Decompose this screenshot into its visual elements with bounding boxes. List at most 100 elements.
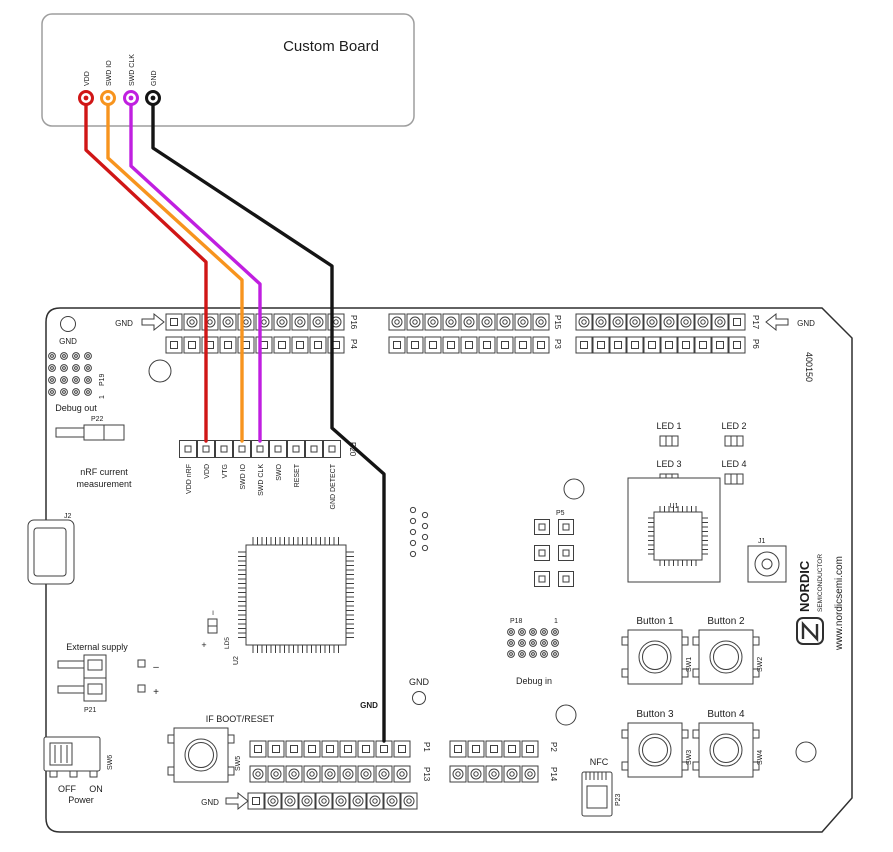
debug-pin bbox=[48, 388, 56, 396]
p21-ref: P21 bbox=[84, 707, 97, 714]
header-pin bbox=[269, 440, 287, 458]
header-pin bbox=[728, 336, 746, 354]
header-pin bbox=[467, 765, 485, 783]
debug-pin bbox=[540, 639, 548, 647]
header-pin bbox=[247, 792, 265, 810]
j2-ref: J2 bbox=[64, 513, 72, 520]
pin-connector-swd-io bbox=[100, 90, 116, 106]
p18-ref: P18 bbox=[510, 618, 523, 625]
header-pin bbox=[321, 740, 339, 758]
rf-connector-ring bbox=[754, 551, 780, 577]
header-pin bbox=[532, 313, 550, 331]
header-pin bbox=[643, 313, 661, 331]
header-pin bbox=[179, 440, 197, 458]
header-pin bbox=[694, 336, 712, 354]
p5-ref: P5 bbox=[556, 510, 565, 517]
header-pin bbox=[400, 792, 418, 810]
switch-pin bbox=[89, 770, 98, 778]
header-pin bbox=[711, 313, 729, 331]
debug-pin bbox=[551, 650, 559, 658]
header-pin bbox=[183, 313, 201, 331]
header-pin bbox=[393, 740, 411, 758]
external-supply-label: External supply bbox=[66, 642, 128, 652]
pin-connector-vdd bbox=[78, 90, 94, 106]
power-off-label: OFF bbox=[58, 784, 76, 794]
ld5-polarity-mark: I bbox=[212, 610, 214, 617]
debug-pin bbox=[518, 639, 526, 647]
plus-symbol: + bbox=[153, 687, 159, 698]
header-pin bbox=[442, 313, 460, 331]
header-pin bbox=[521, 740, 539, 758]
header-pin bbox=[287, 440, 305, 458]
button4 bbox=[692, 722, 760, 778]
mcu-chip-pins bbox=[238, 537, 354, 653]
soc-chip bbox=[653, 511, 703, 561]
led2-label: LED 2 bbox=[721, 421, 746, 431]
usb-connector-inner bbox=[33, 527, 67, 577]
header-pin bbox=[249, 740, 267, 758]
header-ref-p16: P16 bbox=[349, 315, 358, 330]
u2-ref: U2 bbox=[233, 656, 240, 665]
header-pin bbox=[305, 440, 323, 458]
debug-pin bbox=[540, 628, 548, 636]
header-pin bbox=[285, 765, 303, 783]
header-pin bbox=[332, 792, 350, 810]
header-pin bbox=[321, 765, 339, 783]
header-pin bbox=[264, 792, 282, 810]
header-pin bbox=[496, 336, 514, 354]
pin-connector-gnd bbox=[145, 90, 161, 106]
header-pin bbox=[503, 765, 521, 783]
debug-pin bbox=[84, 352, 92, 360]
current-measure-line2: measurement bbox=[76, 479, 132, 489]
header-ref-p3: P3 bbox=[553, 339, 562, 349]
header-pin bbox=[728, 313, 746, 331]
nordic-logo-n bbox=[801, 620, 819, 643]
header-pin bbox=[532, 336, 550, 354]
custom-board: Custom Board VDD SWD IO SWD CLK GND bbox=[41, 13, 415, 127]
mounting-hole bbox=[563, 478, 585, 500]
header-pin bbox=[309, 336, 327, 354]
brand-name: NORDIC bbox=[797, 560, 812, 612]
mcu-chip bbox=[245, 544, 347, 646]
debug-pin bbox=[48, 376, 56, 384]
supply-stub bbox=[57, 685, 85, 694]
button2-label: Button 2 bbox=[707, 616, 745, 627]
header-pin bbox=[285, 740, 303, 758]
led2 bbox=[724, 435, 744, 447]
gnd-hole-label: GND bbox=[59, 337, 77, 346]
via-field bbox=[409, 506, 429, 558]
debug-pin bbox=[529, 639, 537, 647]
button4-label: Button 4 bbox=[707, 709, 745, 720]
brand-sub: SEMICONDUCTOR bbox=[817, 554, 824, 612]
via bbox=[409, 517, 417, 525]
debug-pin bbox=[507, 650, 515, 658]
header-pin bbox=[323, 440, 341, 458]
led3-label: LED 3 bbox=[656, 459, 681, 469]
sw1-ref: SW1 bbox=[686, 657, 693, 672]
ld5-ref: LD5 bbox=[224, 637, 231, 649]
j1-ref: J1 bbox=[758, 538, 766, 545]
p5-pin bbox=[558, 545, 574, 561]
header-pin bbox=[233, 440, 251, 458]
debug-pin bbox=[60, 352, 68, 360]
header-pin bbox=[298, 792, 316, 810]
header-pin bbox=[406, 313, 424, 331]
header-pin bbox=[375, 740, 393, 758]
header-pin bbox=[660, 336, 678, 354]
board-part-number: 400150 bbox=[804, 352, 814, 382]
debug-pin bbox=[72, 352, 80, 360]
nfc-label: NFC bbox=[590, 757, 609, 767]
via bbox=[409, 550, 417, 558]
p20-pin-label: SWD IO bbox=[240, 463, 247, 489]
gnd-label-bottom: GND bbox=[201, 798, 219, 807]
p5-pin bbox=[534, 545, 550, 561]
supply-pad-minus bbox=[137, 659, 146, 668]
ld5-plus-mark: + bbox=[201, 640, 206, 650]
header-pin bbox=[660, 313, 678, 331]
via bbox=[421, 511, 429, 519]
nfc-connector-inner bbox=[586, 785, 608, 809]
header-pin bbox=[496, 313, 514, 331]
header-pin bbox=[366, 792, 384, 810]
board-outline bbox=[45, 307, 853, 833]
header-pin bbox=[375, 765, 393, 783]
